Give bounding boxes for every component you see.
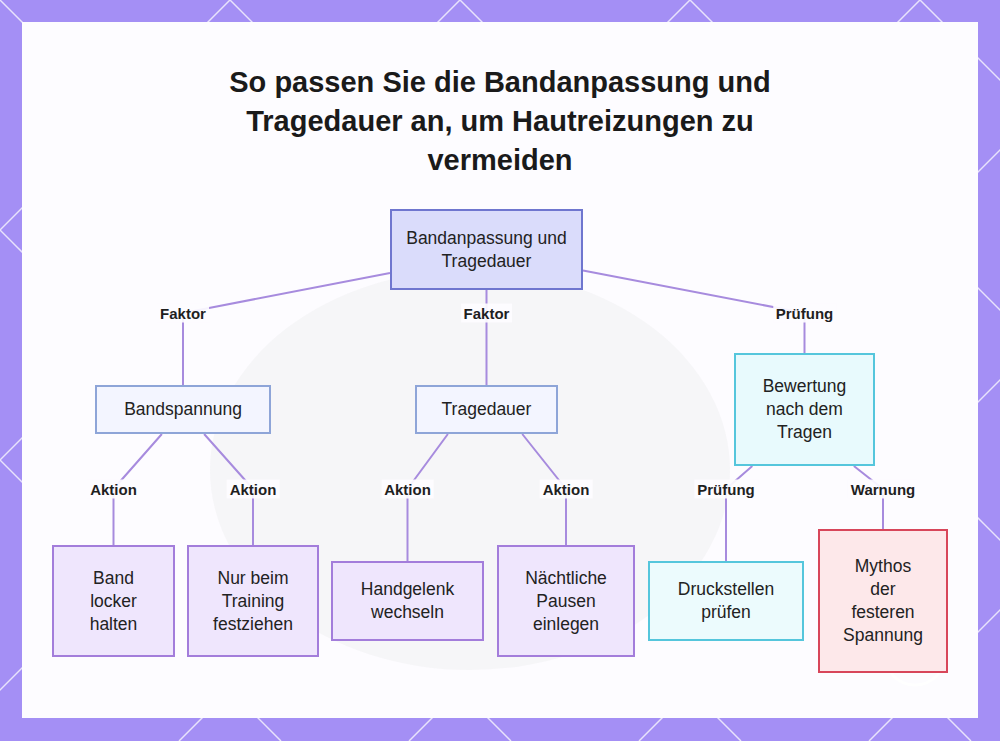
edge-label: Aktion bbox=[227, 480, 280, 499]
box-label: Bewertung nach dem Tragen bbox=[755, 375, 855, 444]
inner-panel bbox=[22, 22, 978, 718]
action-box: Nächtliche Pausen einlegen bbox=[497, 545, 635, 657]
box-label: Nur beim Training festziehen bbox=[206, 567, 301, 636]
box-label: Bandanpassung und Tragedauer bbox=[402, 227, 572, 273]
box-label: Nächtliche Pausen einlegen bbox=[516, 567, 616, 636]
box-label: Handgelenk wechseln bbox=[353, 578, 463, 624]
edge-label: Faktor bbox=[461, 304, 513, 323]
edge-label: Prüfung bbox=[694, 480, 758, 499]
edge-label: Prüfung bbox=[773, 304, 837, 323]
edge-label: Aktion bbox=[540, 480, 593, 499]
check-box: Bewertung nach dem Tragen bbox=[734, 353, 875, 466]
box-label: Tragedauer bbox=[442, 398, 532, 421]
box-label: Mythos der festeren Spannung bbox=[841, 555, 926, 647]
diagram-title: So passen Sie die Bandanpassung und Trag… bbox=[190, 63, 810, 180]
edge-label: Faktor bbox=[157, 304, 209, 323]
warning-box: Mythos der festeren Spannung bbox=[818, 529, 948, 673]
edge-label: Warnung bbox=[848, 480, 918, 499]
edge-label: Aktion bbox=[87, 480, 140, 499]
connector-line bbox=[583, 271, 805, 353]
connector-line bbox=[183, 273, 390, 385]
edge-label: Aktion bbox=[381, 480, 434, 499]
root-box: Bandanpassung und Tragedauer bbox=[390, 209, 583, 290]
action-box: Band locker halten bbox=[52, 545, 175, 657]
factor-box: Bandspannung bbox=[95, 385, 271, 434]
factor-box: Tragedauer bbox=[415, 385, 558, 434]
box-label: Band locker halten bbox=[79, 567, 149, 636]
action-box: Handgelenk wechseln bbox=[331, 561, 484, 641]
box-label: Druckstellen prüfen bbox=[671, 578, 781, 624]
check-box: Druckstellen prüfen bbox=[648, 561, 804, 641]
box-label: Bandspannung bbox=[124, 398, 242, 421]
action-box: Nur beim Training festziehen bbox=[187, 545, 319, 657]
